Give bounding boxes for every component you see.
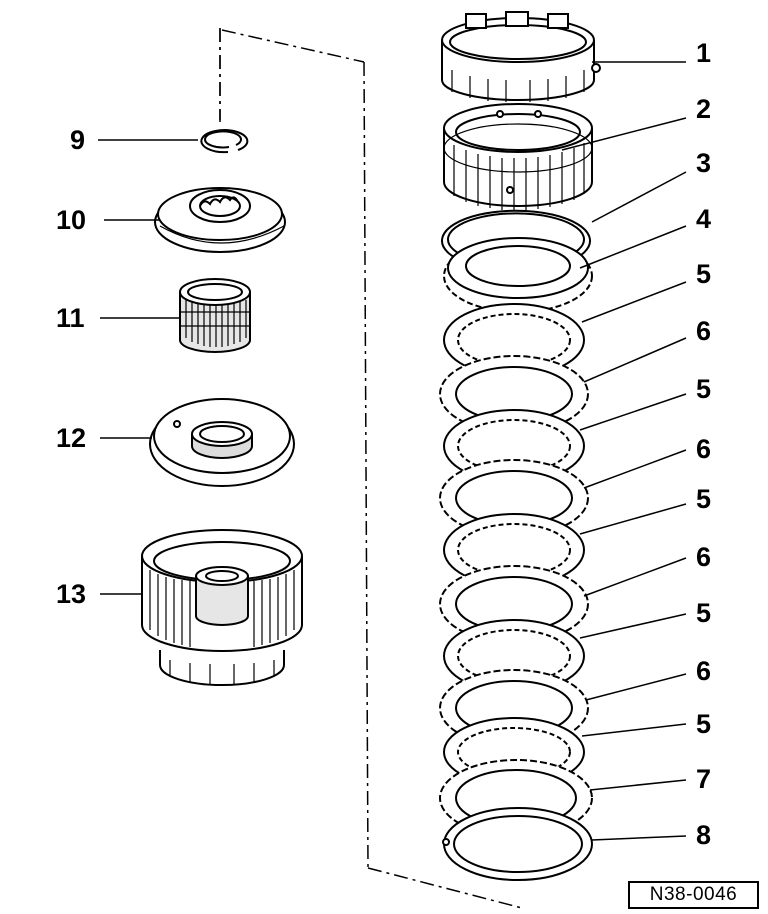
callout-6: 6 xyxy=(696,316,711,346)
figure-reference-code: N38-0046 xyxy=(628,881,759,909)
part-8-spring-plate xyxy=(442,807,593,881)
callout-6: 6 xyxy=(696,434,711,464)
callout-10: 10 xyxy=(56,205,86,235)
callout-5: 5 xyxy=(696,598,711,628)
clutch-plate-stack xyxy=(439,303,589,787)
part-1-clutch-hub xyxy=(441,11,601,102)
part-13-clutch-drum xyxy=(141,529,303,686)
callout-2: 2 xyxy=(696,94,711,124)
callout-5: 5 xyxy=(696,374,711,404)
callout-8: 8 xyxy=(696,820,711,850)
part-9-snap-ring xyxy=(200,129,249,154)
leader-lines xyxy=(98,61,687,841)
assembly-axis-line xyxy=(363,61,369,869)
part-5-lined-plate xyxy=(443,513,585,587)
callout-3: 3 xyxy=(696,148,711,178)
part-10-thrust-washer xyxy=(154,187,286,253)
callout-12: 12 xyxy=(56,423,86,453)
part-6-steel-plate xyxy=(439,355,589,433)
callout-4: 4 xyxy=(696,204,711,234)
callout-5: 5 xyxy=(696,259,711,289)
part-6-steel-plate xyxy=(439,459,589,537)
callout-11: 11 xyxy=(56,303,85,333)
callout-5: 5 xyxy=(696,709,711,739)
callout-labels: 1 2 3 4 5 6 5 6 5 6 5 6 5 7 8 9 10 11 12… xyxy=(56,38,711,850)
part-4-pressure-plate xyxy=(443,237,593,313)
part-12-bearing-plate xyxy=(149,398,295,487)
callout-9: 9 xyxy=(70,125,85,155)
callout-7: 7 xyxy=(696,764,711,794)
callout-5: 5 xyxy=(696,484,711,514)
callout-6: 6 xyxy=(696,656,711,686)
part-2-clutch-cylinder xyxy=(443,103,593,210)
part-11-needle-bearing xyxy=(179,278,251,353)
assembly-axis-line xyxy=(221,29,365,63)
callout-1: 1 xyxy=(696,38,711,68)
callout-6: 6 xyxy=(696,542,711,572)
callout-13: 13 xyxy=(56,579,86,609)
